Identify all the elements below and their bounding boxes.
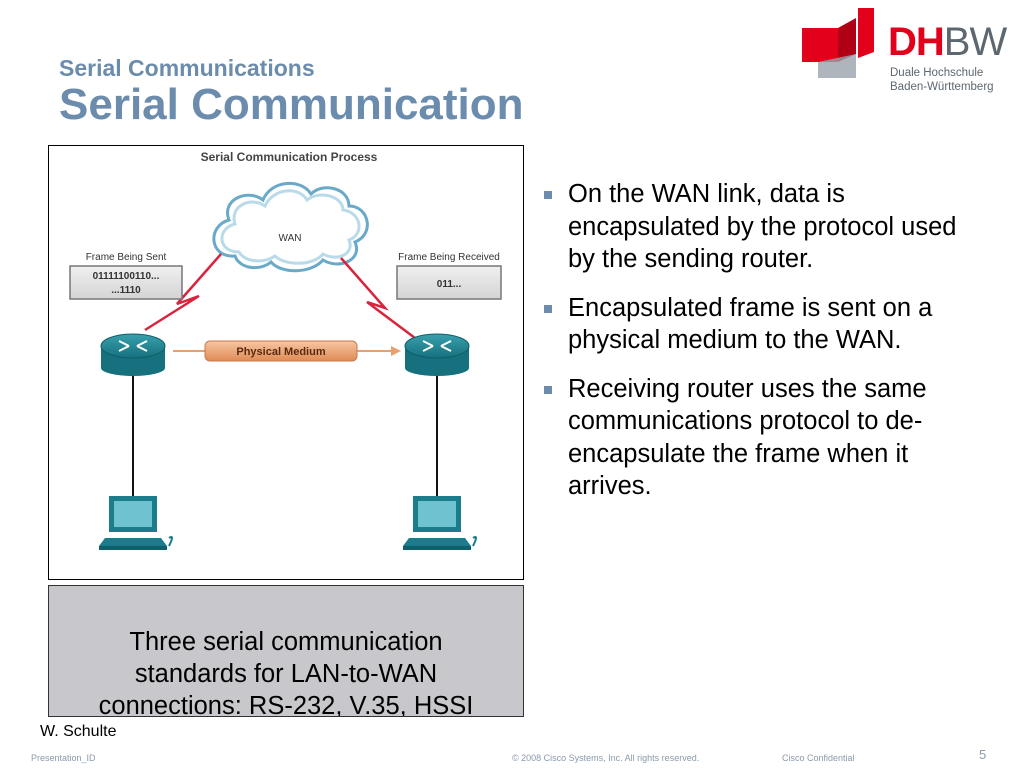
receiving-router-icon <box>404 333 470 376</box>
frame-received-bits: 011... <box>437 279 462 290</box>
bullet-list: On the WAN link, data is encapsulated by… <box>541 178 981 519</box>
bullet-item: Encapsulated frame is sent on a physical… <box>541 292 981 357</box>
frame-sent-label: Frame Being Sent <box>86 252 167 263</box>
logo-emblem-icon <box>802 8 874 78</box>
sending-router-icon <box>100 333 166 376</box>
frame-sent-box <box>69 265 183 300</box>
standards-note-box: Three serial communication standards for… <box>48 585 524 717</box>
bullet-square-icon <box>544 304 552 313</box>
left-serial-link <box>144 253 222 332</box>
footer-presentation-id: Presentation_ID <box>31 753 96 763</box>
bullet-item: On the WAN link, data is encapsulated by… <box>541 178 981 276</box>
frame-sent-bits-1: 01111100110... <box>93 271 160 282</box>
right-pc-icon <box>403 496 477 550</box>
author-name: W. Schulte <box>40 723 117 740</box>
standards-note-text: Three serial communication standards for… <box>98 628 474 717</box>
cloud-label: WAN <box>279 233 302 244</box>
bullet-square-icon <box>544 385 552 394</box>
logo-wordmark: DHBW <box>888 20 1007 64</box>
bullet-square-icon <box>544 191 552 199</box>
logo-subtitle: Duale Hochschule Baden-Württemberg <box>890 67 994 93</box>
medium-label: Physical Medium <box>236 346 325 358</box>
footer-confidential: Cisco Confidential <box>782 753 855 763</box>
slide-title: Serial Communication <box>59 80 524 129</box>
left-pc-icon <box>99 496 173 550</box>
page-number: 5 <box>979 747 987 762</box>
footer-copyright: © 2008 Cisco Systems, Inc. All rights re… <box>512 753 700 763</box>
diagram-title: Serial Communication Process <box>201 150 378 164</box>
frame-sent-bits-2: ...1110 <box>111 285 141 296</box>
frame-received-label: Frame Being Received <box>398 252 500 263</box>
serial-process-diagram: Serial Communication Process WAN Frame B… <box>48 145 524 580</box>
slide-subtitle: Serial Communications <box>59 55 315 81</box>
bullet-item: Receiving router uses the same communica… <box>541 373 981 503</box>
frame-received-box <box>396 265 502 300</box>
right-serial-link <box>340 257 416 339</box>
physical-medium-arrow: Physical Medium <box>173 340 401 362</box>
wan-cloud-icon: WAN <box>212 181 369 273</box>
